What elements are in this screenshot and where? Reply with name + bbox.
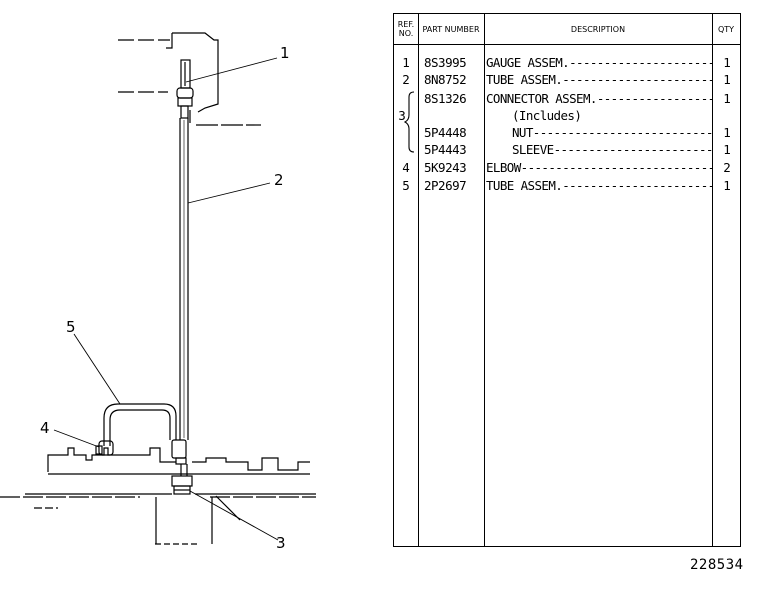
part-number: 8N8752 bbox=[424, 72, 467, 87]
description: CONNECTOR ASSEM. bbox=[486, 90, 712, 107]
part-number: 8S3995 bbox=[424, 55, 467, 70]
group-brace bbox=[404, 91, 415, 153]
part-number: 8S1326 bbox=[424, 91, 467, 106]
header-qty: QTY bbox=[717, 24, 735, 34]
upper-bracket bbox=[118, 32, 261, 126]
table-row: 5P4443 SLEEVE 1 bbox=[394, 141, 740, 158]
qty: 1 bbox=[723, 125, 731, 140]
qty: 1 bbox=[723, 55, 731, 70]
gauge-assem bbox=[176, 59, 194, 119]
column-divider bbox=[418, 14, 419, 546]
illustration-number: 228534 bbox=[690, 557, 744, 573]
callout-5: 5 bbox=[66, 318, 76, 336]
qty: 1 bbox=[723, 178, 731, 193]
table-row: 2 8N8752 TUBE ASSEM. 1 bbox=[394, 71, 740, 88]
tube-assem-vertical bbox=[179, 118, 189, 440]
tube-assem-bent bbox=[103, 403, 177, 446]
ref-no: 2 bbox=[402, 72, 410, 87]
table-row: 1 8S3995 GAUGE ASSEM. 1 bbox=[394, 54, 740, 71]
column-divider bbox=[484, 14, 485, 546]
table-row: 3 (Includes) bbox=[394, 107, 740, 124]
engine-block-outline bbox=[0, 447, 316, 545]
callout-3: 3 bbox=[276, 534, 286, 552]
qty: 1 bbox=[723, 91, 731, 106]
callout-1: 1 bbox=[280, 44, 290, 62]
header-description: DESCRIPTION bbox=[570, 24, 626, 34]
table-row: 4 5K9243 ELBOW 2 bbox=[394, 159, 740, 176]
elbow bbox=[95, 440, 114, 456]
parts-diagram bbox=[0, 32, 316, 545]
part-number: 5P4448 bbox=[424, 125, 467, 140]
part-number: 5P4443 bbox=[424, 142, 467, 157]
description: SLEEVE bbox=[512, 141, 712, 158]
qty: 1 bbox=[723, 142, 731, 157]
header-divider bbox=[394, 44, 740, 45]
ref-no: 4 bbox=[402, 160, 410, 175]
table-row: 5 2P2697 TUBE ASSEM. 1 bbox=[394, 177, 740, 194]
header-ref-no: REF. NO. bbox=[397, 20, 415, 38]
column-divider bbox=[712, 14, 713, 546]
parts-list-table: REF. NO. PART NUMBER DESCRIPTION QTY 1 8… bbox=[393, 13, 741, 547]
callout-2: 2 bbox=[274, 171, 284, 189]
description: (Includes) bbox=[512, 108, 582, 123]
ref-no: 3 bbox=[398, 108, 406, 123]
qty: 1 bbox=[723, 72, 731, 87]
description: TUBE ASSEM. bbox=[486, 177, 712, 194]
qty: 2 bbox=[723, 160, 731, 175]
header-part-number: PART NUMBER bbox=[422, 24, 480, 34]
leader-lines bbox=[53, 57, 279, 541]
table-row: 5P4448 NUT 1 bbox=[394, 124, 740, 141]
description: TUBE ASSEM. bbox=[486, 71, 712, 88]
part-number: 5K9243 bbox=[424, 160, 467, 175]
ref-no: 5 bbox=[402, 178, 410, 193]
description: NUT bbox=[512, 124, 712, 141]
part-number: 2P2697 bbox=[424, 178, 467, 193]
description: ELBOW bbox=[486, 159, 712, 176]
ref-no: 1 bbox=[402, 55, 410, 70]
description: GAUGE ASSEM. bbox=[486, 54, 712, 71]
table-row: 8S1326 CONNECTOR ASSEM. 1 bbox=[394, 90, 740, 107]
callout-4: 4 bbox=[40, 419, 50, 437]
connector-assem bbox=[171, 439, 193, 495]
